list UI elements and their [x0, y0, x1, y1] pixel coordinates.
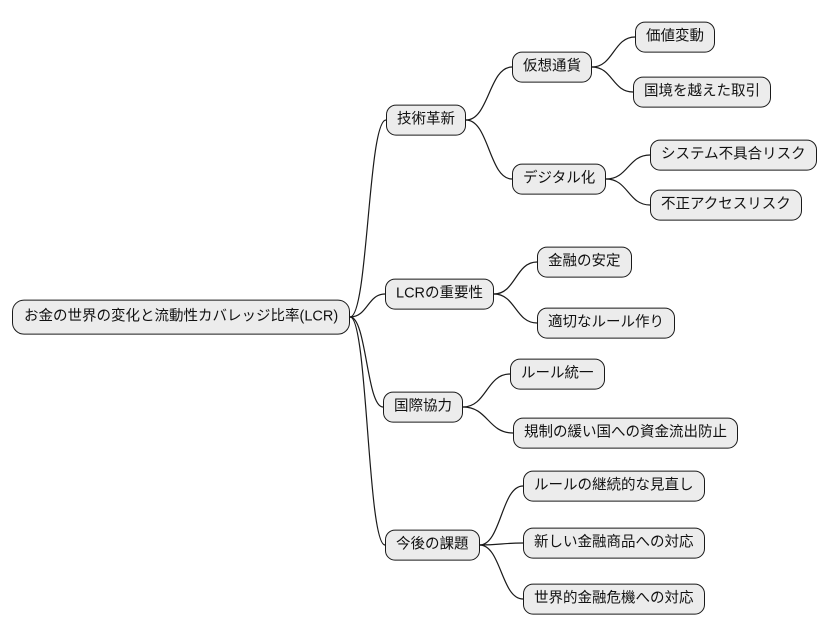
node-financial-stability: 金融の安定 [537, 246, 632, 278]
node-lcr-importance: LCRの重要性 [385, 278, 495, 310]
node-cross-border-transactions: 国境を越えた取引 [633, 76, 771, 108]
edge-intl-to-rule-unification [462, 373, 511, 408]
node-continuous-rule-review: ルールの継続的な見直し [523, 470, 705, 502]
edge-digital-to-system-failure [605, 154, 651, 180]
edge-future-to-crisis-response [478, 544, 524, 600]
edge-tech-to-crypto [465, 66, 513, 121]
node-crypto-currency: 仮想通貨 [512, 51, 592, 83]
node-rule-unification: ルール統一 [510, 358, 605, 390]
edge-intl-to-outflow-prevention [462, 406, 514, 434]
edge-lcr-to-financial-stability [493, 261, 538, 295]
node-unauthorized-access-risk: 不正アクセスリスク [650, 189, 802, 221]
node-future-challenges: 今後の課題 [385, 529, 480, 561]
node-appropriate-rulemaking: 適切なルール作り [537, 307, 675, 339]
mindmap-root-node: お金の世界の変化と流動性カバレッジ比率(LCR) [12, 299, 351, 335]
edge-root-to-future-challenges [349, 316, 386, 546]
edge-root-to-international-cooperation [349, 316, 384, 408]
node-value-volatility: 価値変動 [635, 21, 715, 53]
edge-crypto-to-value-volatility [591, 36, 636, 68]
node-digitalization: デジタル化 [512, 163, 607, 195]
node-system-failure-risk: システム不具合リスク [650, 139, 817, 171]
edge-root-to-lcr-importance [349, 293, 386, 318]
edge-tech-to-digitalization [465, 119, 513, 180]
node-capital-outflow-prevention: 規制の緩い国への資金流出防止 [513, 417, 738, 449]
edge-future-to-new-products [478, 542, 524, 546]
node-tech-innovation: 技術革新 [386, 104, 466, 136]
edge-future-to-rule-review [478, 485, 524, 546]
edge-crypto-to-cross-border [591, 66, 634, 93]
edge-lcr-to-rulemaking [493, 293, 538, 324]
node-international-cooperation: 国際協力 [383, 391, 463, 423]
node-global-crisis-response: 世界的金融危機への対応 [523, 583, 705, 615]
edge-digital-to-unauthorized-access [605, 178, 651, 206]
node-new-financial-products: 新しい金融商品への対応 [523, 527, 705, 559]
edge-root-to-tech-innovation [349, 119, 387, 318]
